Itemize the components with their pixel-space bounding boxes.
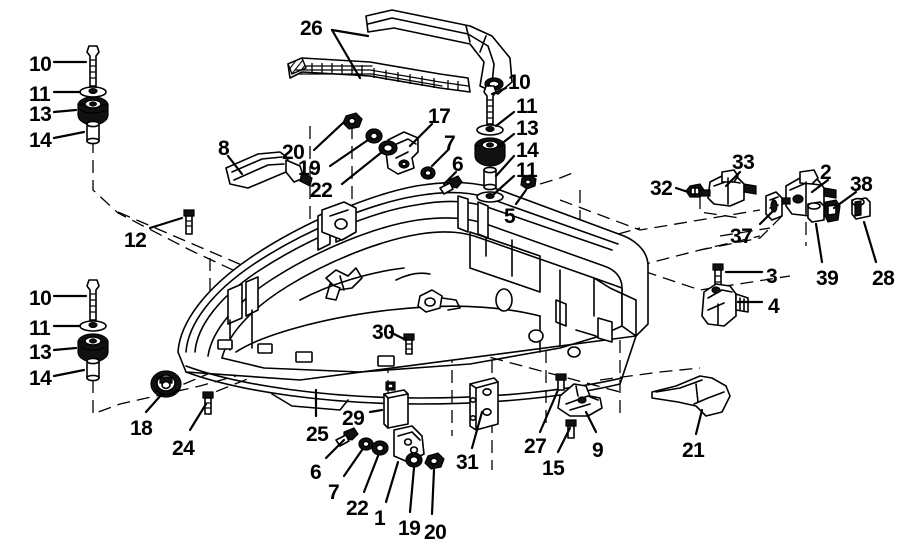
callout-number-13: 13 (29, 103, 52, 126)
callout-number-11: 11 (29, 83, 51, 106)
callout-number-6: 6 (452, 153, 464, 176)
callout-number-13: 13 (516, 117, 539, 140)
callout-number-37: 37 (730, 225, 753, 248)
callout-number-22: 22 (310, 179, 333, 202)
grommet-18 (150, 370, 182, 398)
callout-number-8: 8 (218, 137, 230, 160)
callout-number-20: 20 (282, 141, 305, 164)
callout-number-1: 1 (374, 507, 386, 530)
latch-bracket-17-cluster (385, 131, 463, 195)
hardware-stack-lower-left (77, 279, 109, 382)
handle-grip-8 (225, 151, 313, 189)
callout-number-6: 6 (310, 461, 322, 484)
callout-number-12: 12 (124, 229, 147, 252)
handle-grip-21 (651, 375, 731, 417)
callout-number-18: 18 (130, 417, 153, 440)
callout-number-11: 11 (29, 317, 51, 340)
callout-number-21: 21 (682, 439, 705, 462)
callout-number-17: 17 (428, 105, 451, 128)
callout-number-14: 14 (29, 367, 52, 390)
callout-number-10: 10 (29, 287, 52, 310)
callout-number-3: 3 (766, 265, 778, 288)
callout-number-14: 14 (29, 129, 52, 152)
hardware-stack-upper-left (77, 45, 109, 145)
fasteners-upper-20-19-22 (342, 112, 398, 156)
callout-number-11: 11 (516, 159, 538, 182)
callout-number-10: 10 (29, 53, 52, 76)
callout-number-26: 26 (300, 17, 323, 40)
callout-number-7: 7 (328, 481, 340, 504)
latch-bracket-4-cluster (701, 263, 749, 327)
screw-30 (385, 333, 415, 391)
callout-number-9: 9 (592, 439, 604, 462)
callout-number-33: 33 (732, 151, 755, 174)
plate-31 (469, 377, 499, 431)
fasteners-lower-row (335, 425, 445, 470)
callout-number-2: 2 (820, 161, 832, 184)
callout-number-38: 38 (850, 173, 873, 196)
callout-leader-lines (52, 28, 878, 516)
callout-number-39: 39 (816, 267, 839, 290)
callout-number-4: 4 (768, 295, 780, 318)
callout-number-13: 13 (29, 341, 52, 364)
callout-number-31: 31 (456, 451, 479, 474)
callout-number-19: 19 (298, 157, 321, 180)
callout-number-27: 27 (524, 435, 547, 458)
callout-number-32: 32 (650, 177, 673, 200)
callout-number-20: 20 (424, 521, 447, 544)
callout-number-19: 19 (398, 517, 421, 540)
callout-number-22: 22 (346, 497, 369, 520)
fitting-33-cluster (685, 169, 757, 207)
latch-lever-9-cluster (555, 373, 603, 439)
callout-number-7: 7 (444, 132, 456, 155)
callout-number-30: 30 (372, 321, 395, 344)
callout-number-15: 15 (542, 457, 565, 480)
callout-number-11: 11 (516, 95, 538, 118)
callout-number-24: 24 (172, 437, 195, 460)
callout-number-29: 29 (342, 407, 365, 430)
callout-number-14: 14 (516, 139, 539, 162)
block-29 (383, 389, 409, 429)
callout-number-10: 10 (508, 71, 531, 94)
part-26-trim-molding (287, 9, 513, 95)
lower-cowl-body (177, 181, 649, 411)
callout-number-28: 28 (872, 267, 895, 290)
screw-12 (183, 209, 195, 235)
hardware-stack-upper-right (474, 85, 537, 203)
callout-number-5: 5 (504, 205, 516, 228)
screw-24 (202, 391, 214, 415)
callout-number-25: 25 (306, 423, 329, 446)
